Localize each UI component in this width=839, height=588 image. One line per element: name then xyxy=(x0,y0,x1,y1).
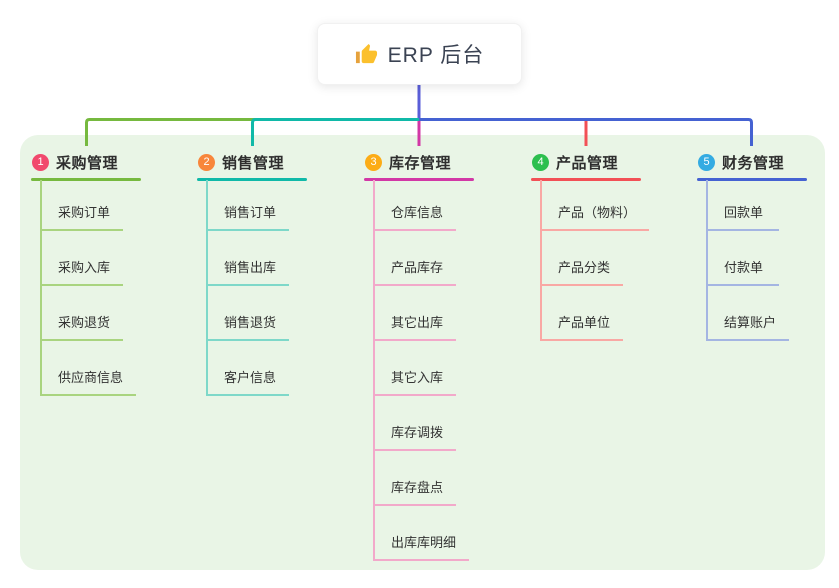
child-node[interactable]: 付款单 xyxy=(706,257,779,286)
child-label: 供应商信息 xyxy=(58,370,124,385)
child-node[interactable]: 回款单 xyxy=(706,202,779,231)
branch-5-label: 财务管理 xyxy=(722,154,785,172)
child-label: 产品（物料） xyxy=(558,205,637,220)
branch-3-index-badge: 3 xyxy=(365,153,382,171)
child-label: 采购订单 xyxy=(58,205,111,220)
child-node[interactable]: 产品分类 xyxy=(540,257,624,286)
child-label: 库存调拨 xyxy=(391,425,444,440)
child-node[interactable]: 产品单位 xyxy=(540,312,624,341)
branch-4-underline xyxy=(531,178,641,181)
branch-5-index-badge: 5 xyxy=(698,153,715,171)
branch-2-title[interactable]: 2 销售管理 xyxy=(197,146,307,178)
mindmap-canvas-panel xyxy=(20,135,825,570)
branch-3-label: 库存管理 xyxy=(389,154,452,172)
branch-2-child-connector xyxy=(206,180,208,396)
branch-3-child-connector xyxy=(373,180,375,561)
branch-2-underline xyxy=(197,178,307,181)
child-node[interactable]: 出库库明细 xyxy=(373,532,470,561)
child-label: 采购入库 xyxy=(58,260,111,275)
branch-3-underline xyxy=(364,178,474,181)
child-node[interactable]: 库存调拨 xyxy=(373,422,457,451)
child-node[interactable]: 其它入库 xyxy=(373,367,457,396)
child-node[interactable]: 供应商信息 xyxy=(40,367,137,396)
child-label: 产品分类 xyxy=(558,260,611,275)
branch-1-index-badge: 1 xyxy=(32,153,49,171)
branch-2-index-badge: 2 xyxy=(198,153,215,171)
branch-3: 3 库存管理 仓库信息 产品库存 其它出库 其它入库 库存调拨 库存盘点 出库库… xyxy=(364,146,474,561)
branch-5-child-connector xyxy=(706,180,708,341)
branch-1: 1 采购管理 采购订单 采购入库 采购退货 供应商信息 xyxy=(31,146,141,396)
child-label: 其它入库 xyxy=(391,370,444,385)
child-node[interactable]: 产品库存 xyxy=(373,257,457,286)
child-node[interactable]: 结算账户 xyxy=(706,312,790,341)
child-label: 库存盘点 xyxy=(391,480,444,495)
child-label: 结算账户 xyxy=(724,315,777,330)
child-node[interactable]: 销售订单 xyxy=(206,202,290,231)
child-label: 出库库明细 xyxy=(391,535,457,550)
child-node[interactable]: 产品（物料） xyxy=(540,202,650,231)
child-label: 销售出库 xyxy=(224,260,277,275)
child-node[interactable]: 其它出库 xyxy=(373,312,457,341)
branch-5: 5 财务管理 回款单 付款单 结算账户 xyxy=(697,146,807,341)
branch-3-title[interactable]: 3 库存管理 xyxy=(364,146,474,178)
branch-1-title[interactable]: 1 采购管理 xyxy=(31,146,141,178)
child-label: 销售订单 xyxy=(224,205,277,220)
branch-1-label: 采购管理 xyxy=(56,154,119,172)
branch-4-index-badge: 4 xyxy=(532,153,549,171)
child-label: 客户信息 xyxy=(224,370,277,385)
child-node[interactable]: 销售出库 xyxy=(206,257,290,286)
branch-4-title[interactable]: 4 产品管理 xyxy=(531,146,641,178)
child-label: 其它出库 xyxy=(391,315,444,330)
branch-1-child-connector xyxy=(40,180,42,396)
branch-4-child-connector xyxy=(540,180,542,341)
root-node-label: ERP 后台 xyxy=(387,44,485,67)
child-node[interactable]: 仓库信息 xyxy=(373,202,457,231)
child-node[interactable]: 客户信息 xyxy=(206,367,290,396)
child-label: 仓库信息 xyxy=(391,205,444,220)
branch-2: 2 销售管理 销售订单 销售出库 销售退货 客户信息 xyxy=(197,146,307,396)
branch-4-label: 产品管理 xyxy=(556,154,619,172)
thumbs-up-icon xyxy=(355,43,378,66)
child-label: 付款单 xyxy=(724,260,764,275)
child-node[interactable]: 销售退货 xyxy=(206,312,290,341)
branch-2-label: 销售管理 xyxy=(222,154,285,172)
branch-5-title[interactable]: 5 财务管理 xyxy=(697,146,807,178)
child-node[interactable]: 采购退货 xyxy=(40,312,124,341)
child-node[interactable]: 采购订单 xyxy=(40,202,124,231)
child-label: 采购退货 xyxy=(58,315,111,330)
child-label: 销售退货 xyxy=(224,315,277,330)
branch-4: 4 产品管理 产品（物料） 产品分类 产品单位 xyxy=(531,146,650,341)
child-label: 产品库存 xyxy=(391,260,444,275)
child-label: 产品单位 xyxy=(558,315,611,330)
root-node[interactable]: ERP 后台 xyxy=(317,23,522,85)
branch-5-underline xyxy=(697,178,807,181)
child-label: 回款单 xyxy=(724,205,764,220)
branch-1-underline xyxy=(31,178,141,181)
child-node[interactable]: 库存盘点 xyxy=(373,477,457,506)
child-node[interactable]: 采购入库 xyxy=(40,257,124,286)
